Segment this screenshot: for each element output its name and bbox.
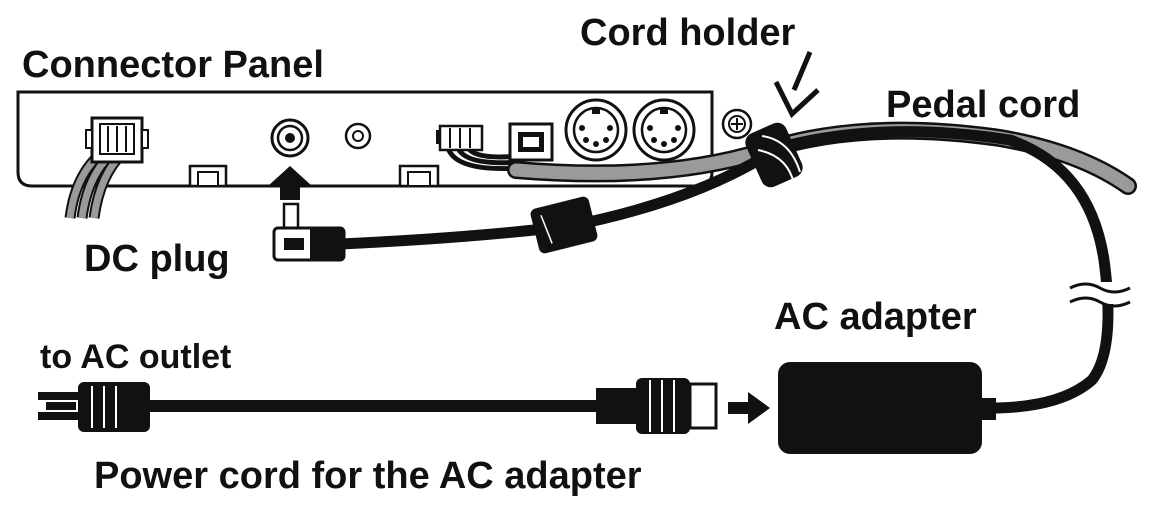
connector-panel-label: Connector Panel: [22, 44, 324, 86]
ferrite-core: [530, 196, 598, 254]
pedal-cord-label: Pedal cord: [886, 84, 1081, 126]
power-cord-label: Power cord for the AC adapter: [94, 455, 642, 497]
pedal-connector: [64, 116, 149, 219]
dc-plug: [272, 202, 346, 262]
ac-plug: [38, 382, 150, 432]
din-port-right: [632, 98, 696, 162]
din-port-left: [564, 98, 628, 162]
dc-plug-label: DC plug: [84, 238, 230, 280]
ac-adapter-label: AC adapter: [774, 296, 977, 338]
ac-outlet-label: to AC outlet: [40, 338, 232, 376]
panel-clip-left: [188, 164, 228, 188]
ground-screw: [721, 108, 753, 140]
round-jack: [344, 122, 372, 150]
panel-clip-right: [398, 164, 440, 188]
up-arrow-icon: [268, 166, 312, 200]
power-cord: [150, 378, 718, 434]
cord-holder: [745, 122, 803, 188]
cord-break-icon: [1069, 282, 1131, 308]
right-arrow-icon: [728, 392, 770, 424]
dc-jack: [270, 118, 310, 158]
ac-adapter-box: [778, 362, 996, 454]
usb-port: [508, 122, 554, 162]
cord-holder-arrow-icon: [773, 51, 820, 119]
cord-holder-label: Cord holder: [580, 12, 796, 54]
